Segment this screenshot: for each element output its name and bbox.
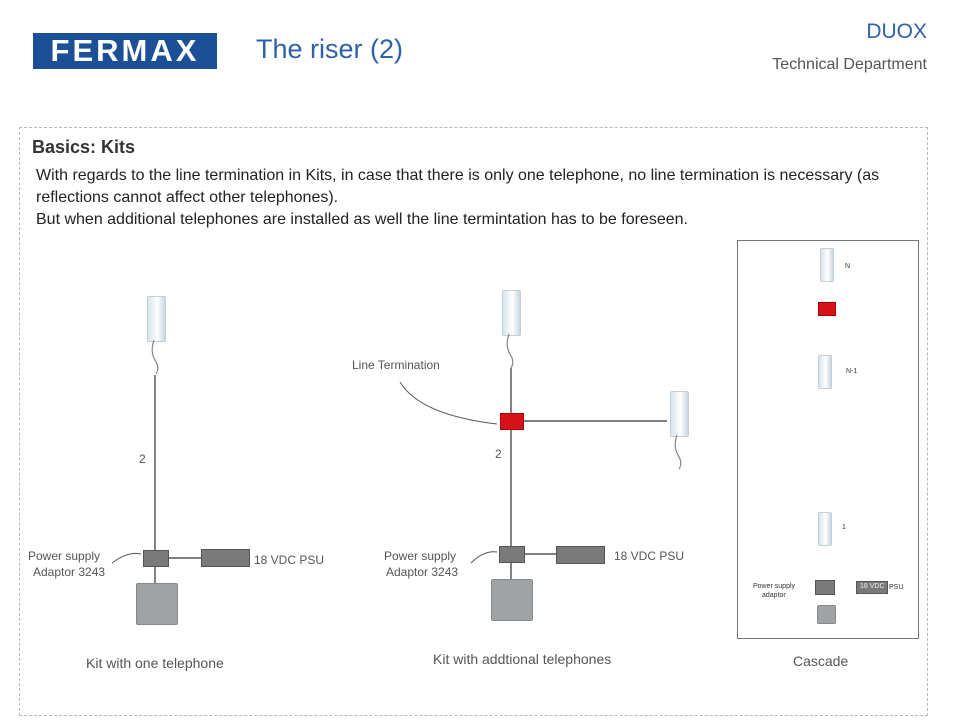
telephone-icon	[670, 391, 689, 437]
middle-psu-label: 18 VDC PSU	[614, 549, 685, 563]
fermax-logo: FERMAX	[33, 33, 217, 69]
middle-wire-count: 2	[495, 447, 502, 461]
middle-psu-pointer	[470, 551, 498, 564]
body-paragraph-1: With regards to the line termination in …	[36, 167, 880, 206]
middle-adaptor-label-2: Adaptor 3243	[386, 565, 459, 579]
cascade-power-adaptor	[815, 580, 835, 595]
door-panel-icon	[817, 605, 836, 624]
page-title: The riser (2)	[256, 34, 404, 64]
telephone-icon	[818, 512, 832, 546]
cascade-adaptor-label-2: adaptor	[762, 592, 786, 599]
middle-power-adaptor	[499, 546, 525, 563]
handset-cord-icon	[151, 339, 159, 375]
body-paragraph-2: But when additional telephones are insta…	[36, 211, 688, 228]
content-frame	[19, 127, 928, 716]
left-psu-label: 18 VDC PSU	[254, 553, 325, 567]
termination-pointer	[399, 381, 498, 425]
door-panel-icon	[491, 579, 533, 621]
cascade-psu-unit: 18 VDC	[856, 581, 888, 594]
cascade-psu-text-1: 18 VDC	[860, 583, 885, 590]
left-power-adaptor	[143, 550, 169, 567]
cascade-label-1: 1	[842, 524, 846, 531]
middle-adaptor-label-1: Power supply	[384, 549, 457, 563]
middle-psu-unit	[556, 546, 605, 564]
line-termination-block	[500, 413, 524, 430]
left-adaptor-label-1: Power supply	[28, 549, 101, 563]
caption-kit-additional-telephones: Kit with addtional telephones	[433, 651, 612, 667]
cascade-label-n: N	[845, 263, 851, 270]
cascade-adaptor-label-1: Power supply	[753, 583, 796, 590]
logo-text: FERMAX	[50, 33, 200, 68]
section-body: With regards to the line termination in …	[36, 165, 916, 231]
cascade-line-termination	[818, 302, 836, 316]
left-wire-count: 2	[139, 452, 146, 466]
left-psu-unit	[201, 549, 250, 567]
caption-kit-one-telephone: Kit with one telephone	[86, 655, 224, 671]
brand-name: DUOX	[866, 20, 927, 43]
left-psu-pointer	[111, 552, 142, 564]
left-adaptor-label-2: Adaptor 3243	[33, 565, 106, 579]
handset-cord-icon	[674, 434, 682, 470]
telephone-icon	[820, 248, 834, 282]
telephone-icon	[818, 355, 832, 389]
caption-cascade: Cascade	[793, 653, 849, 669]
telephone-icon	[147, 296, 166, 342]
door-panel-icon	[136, 583, 178, 625]
cascade-label-n-1: N-1	[846, 368, 858, 375]
handset-cord-icon	[506, 333, 514, 369]
section-heading: Basics: Kits	[32, 137, 136, 157]
line-termination-label: Line Termination	[352, 358, 440, 372]
telephone-icon	[502, 290, 521, 336]
cascade-psu-text-2: PSU	[889, 584, 904, 591]
department-label: Technical Department	[772, 56, 927, 73]
